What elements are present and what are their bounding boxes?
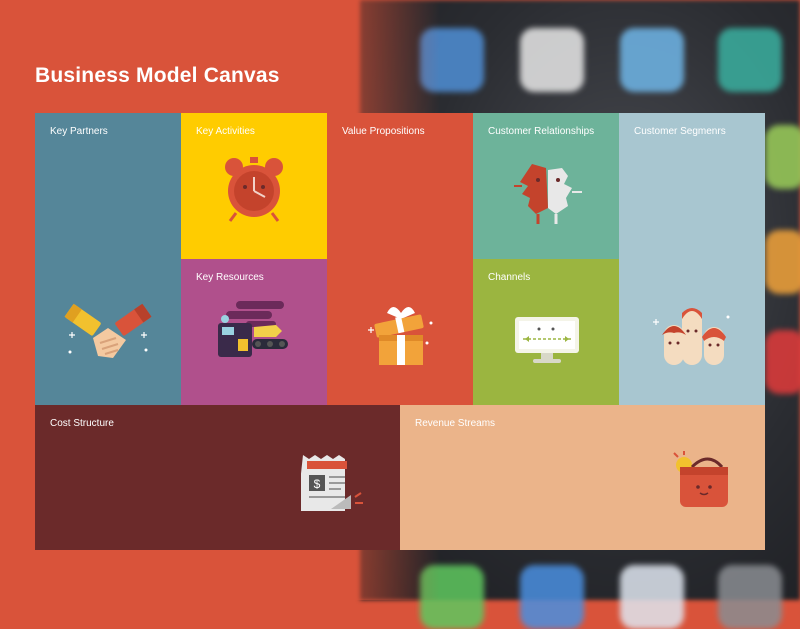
monitor-icon xyxy=(515,317,579,363)
background-app-icon xyxy=(718,565,782,629)
block-channels[interactable]: Channels xyxy=(473,259,619,405)
block-key-resources[interactable]: Key Resources xyxy=(181,259,327,405)
block-cost-structure[interactable]: Cost Structure $ xyxy=(35,405,400,550)
block-label: Revenue Streams xyxy=(415,418,496,429)
block-revenue-streams[interactable]: Revenue Streams xyxy=(400,405,765,550)
background-app-icon xyxy=(718,28,782,92)
svg-text:$: $ xyxy=(314,477,321,491)
block-label: Cost Structure xyxy=(50,418,114,429)
handshake-icon xyxy=(64,303,152,358)
block-customer-segments[interactable]: Customer Segmenrs xyxy=(619,113,765,405)
block-label: Key Activities xyxy=(196,126,255,137)
alarm-clock-icon xyxy=(225,157,283,222)
people-group-icon xyxy=(653,308,730,365)
block-label: Key Resources xyxy=(196,272,264,283)
background-app-icon xyxy=(620,28,684,92)
background-app-icon xyxy=(765,230,800,294)
bill-receipt-icon: $ xyxy=(301,455,363,511)
background-app-icon xyxy=(620,565,684,629)
block-label: Customer Segmenrs xyxy=(634,126,726,137)
page-title: Business Model Canvas xyxy=(35,64,280,87)
business-model-canvas: Key Partners Key Activities xyxy=(35,113,765,550)
block-customer-relationships[interactable]: Customer Relationships xyxy=(473,113,619,259)
block-label: Key Partners xyxy=(50,126,108,137)
block-label: Value Propositions xyxy=(342,126,425,137)
machine-icon xyxy=(218,301,288,357)
block-key-activities[interactable]: Key Activities xyxy=(181,113,327,259)
background-app-icon xyxy=(520,28,584,92)
block-label: Customer Relationships xyxy=(488,126,595,137)
block-key-partners[interactable]: Key Partners xyxy=(35,113,181,405)
background-app-icon xyxy=(520,565,584,629)
background-app-icon xyxy=(765,125,800,189)
faces-icon xyxy=(514,164,582,224)
gift-box-icon xyxy=(368,307,433,365)
background-app-icon xyxy=(765,330,800,394)
purse-icon xyxy=(673,451,728,507)
block-value-propositions[interactable]: Value Propositions xyxy=(327,113,473,405)
block-label: Channels xyxy=(488,272,531,283)
